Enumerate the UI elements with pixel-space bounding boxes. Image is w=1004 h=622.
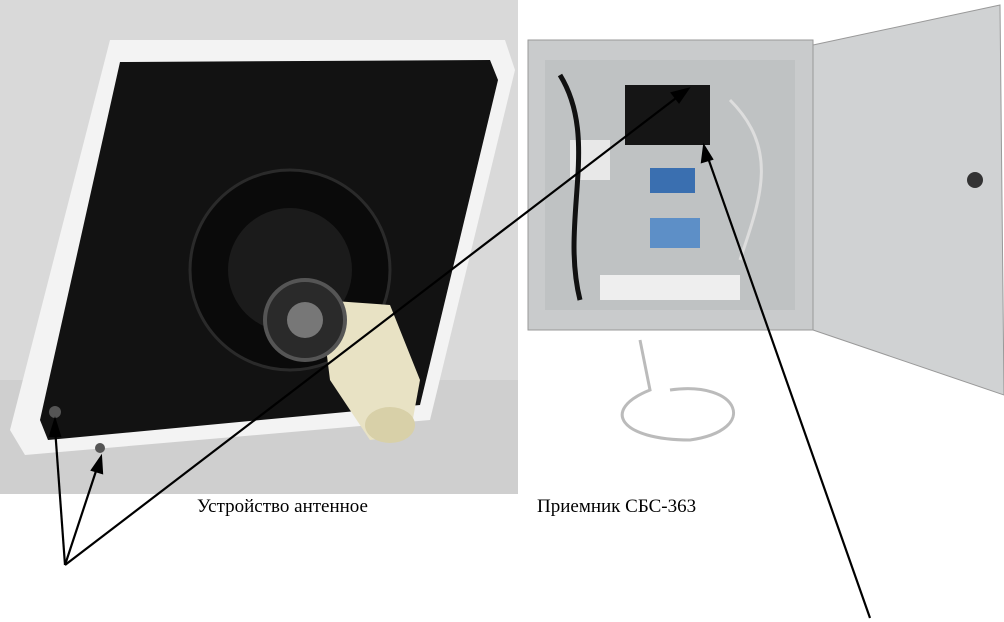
pointer-arrows — [48, 87, 872, 619]
arrow-to-receiver-box — [705, 154, 872, 619]
receiver-photo — [527, 4, 1004, 442]
arrow-to-antenna-screw-1 — [53, 427, 67, 566]
arrow-to-receiver-unit — [64, 94, 681, 566]
arrow-to-antenna-screw-2 — [63, 464, 100, 566]
caption-antenna: Устройство антенное — [197, 496, 368, 517]
caption-receiver: Приемник СБС-363 — [537, 496, 697, 517]
antenna-photo — [0, 0, 518, 494]
